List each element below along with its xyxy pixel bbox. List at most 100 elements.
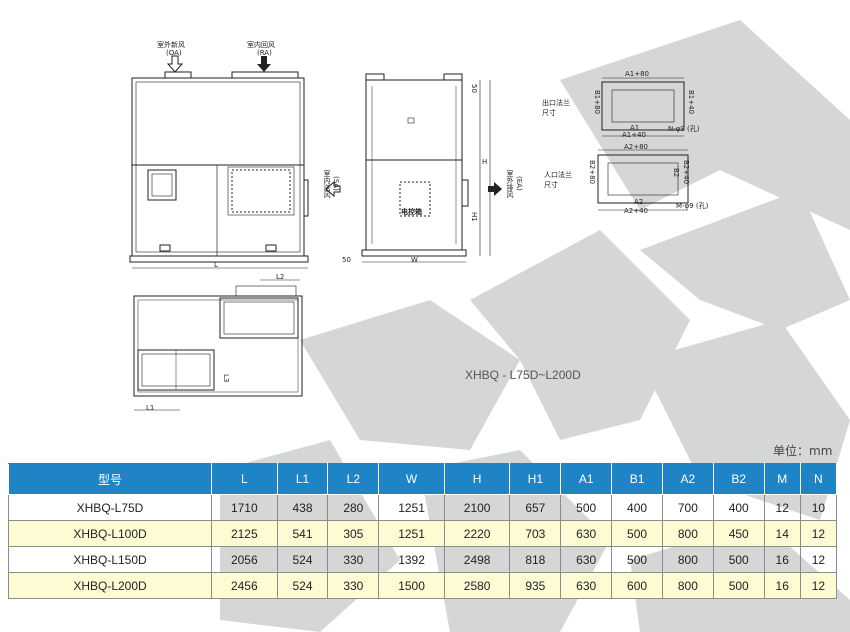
cell: 500 xyxy=(712,546,765,573)
fresh-air-label: 室外新风 xyxy=(157,41,185,49)
front-view xyxy=(129,71,309,269)
outlet-flange xyxy=(601,77,685,137)
cell: 2056 xyxy=(211,546,278,573)
fresh-air-code: (OA) xyxy=(166,49,182,57)
side-view xyxy=(361,73,491,263)
dim-50-top: 50 xyxy=(470,84,478,93)
exhaust-air-code: (EA) xyxy=(515,176,523,191)
cell: 500 xyxy=(611,546,663,573)
table-row: XHBQ-L75D 1710 438 280 1251 2100 657 500… xyxy=(8,494,838,521)
cell: 2580 xyxy=(443,572,511,599)
cell: 450 xyxy=(712,520,765,547)
cell: 2456 xyxy=(211,572,278,599)
header-w: W xyxy=(378,463,445,495)
dim-l3: L3 xyxy=(222,374,230,383)
header-model: 型号 xyxy=(8,463,212,495)
dim-l1: L1 xyxy=(146,404,155,412)
cell: 16 xyxy=(763,546,801,573)
cell: 600 xyxy=(611,572,663,599)
inlet-title: 人口法兰 尺寸 xyxy=(544,171,572,189)
cell: XHBQ-L75D xyxy=(8,494,212,521)
cell: 500 xyxy=(611,520,663,547)
cell: 1251 xyxy=(378,494,445,521)
outlet-side-dim-2: B1+40 xyxy=(687,90,695,115)
cell: 703 xyxy=(509,520,562,547)
cell: 630 xyxy=(560,572,613,599)
header-a2: A2 xyxy=(661,463,714,495)
cell: 330 xyxy=(327,572,380,599)
exhaust-air-label: 室外排风 xyxy=(506,170,514,198)
cell: 1710 xyxy=(211,494,278,521)
supply-air-code: (SA) xyxy=(332,176,340,191)
header-l2: L2 xyxy=(327,463,380,495)
header-a1: A1 xyxy=(560,463,613,495)
cell: 438 xyxy=(276,494,329,521)
model-range-caption: XHBQ - L75D~L200D xyxy=(465,368,581,382)
cell: 818 xyxy=(509,546,562,573)
cell: 657 xyxy=(509,494,562,521)
dim-w: W xyxy=(411,256,418,264)
inlet-side-dim-1: B2+80 xyxy=(588,160,596,185)
cell: 400 xyxy=(611,494,663,521)
dim-h1: H1 xyxy=(470,212,478,222)
cell: 2220 xyxy=(443,520,511,547)
cell: 400 xyxy=(712,494,765,521)
cell: 630 xyxy=(560,520,613,547)
inlet-side-dim-3: B2 xyxy=(672,168,680,178)
dim-50-bottom: 50 xyxy=(342,256,351,264)
return-air-code: (RA) xyxy=(257,49,272,57)
inlet-inner-dim: A2 xyxy=(634,198,644,206)
cell: 305 xyxy=(327,520,380,547)
technical-drawing xyxy=(129,55,689,411)
spec-table: 型号 L L1 L2 W H H1 A1 B1 A2 B2 M N XHBQ-L… xyxy=(8,463,838,599)
header-b2: B2 xyxy=(712,463,765,495)
cell: 2100 xyxy=(443,494,511,521)
inlet-top-dim: A2+80 xyxy=(624,143,649,151)
cell: 16 xyxy=(763,572,801,599)
cell: 12 xyxy=(799,572,838,599)
table-row: XHBQ-L200D 2456 524 330 1500 2580 935 63… xyxy=(8,572,838,599)
cell: 700 xyxy=(661,494,714,521)
header-h: H xyxy=(443,463,511,495)
unit-label: 单位：mm xyxy=(773,444,833,458)
dim-l2: L2 xyxy=(276,273,285,281)
cell: 630 xyxy=(560,546,613,573)
inlet-flange xyxy=(597,149,689,211)
outlet-top-dim: A1+80 xyxy=(625,70,650,78)
cell: 500 xyxy=(560,494,613,521)
cell: 524 xyxy=(276,546,329,573)
outlet-hole-note: N-φ9 (孔) xyxy=(668,125,700,133)
supply-air-label: 室内送风 xyxy=(323,170,331,198)
cell: 1500 xyxy=(378,572,445,599)
cell: 330 xyxy=(327,546,380,573)
control-box-label: 电控箱 xyxy=(401,208,422,216)
cell: 800 xyxy=(661,572,714,599)
header-n: N xyxy=(799,463,838,495)
cell: 12 xyxy=(763,494,801,521)
cell: 800 xyxy=(661,546,714,573)
cell: 541 xyxy=(276,520,329,547)
cell: 1251 xyxy=(378,520,445,547)
outlet-side-dim-1: B1+80 xyxy=(593,90,601,115)
header-m: M xyxy=(763,463,801,495)
outlet-bottom-dim: A1+40 xyxy=(622,131,647,139)
inlet-side-dim-2: B2+40 xyxy=(682,160,690,185)
header-l1: L1 xyxy=(276,463,329,495)
outlet-inner-dim: A1 xyxy=(630,124,640,132)
table-header-row: 型号 L L1 L2 W H H1 A1 B1 A2 B2 M N xyxy=(8,463,838,495)
cell: 935 xyxy=(509,572,562,599)
front-width-label: L xyxy=(214,261,218,269)
outlet-title: 出口法兰 尺寸 xyxy=(542,99,570,117)
table-row: XHBQ-L150D 2056 524 330 1392 2498 818 63… xyxy=(8,546,838,573)
cell: XHBQ-L150D xyxy=(8,546,212,573)
cell: 10 xyxy=(799,494,838,521)
cell: XHBQ-L200D xyxy=(8,572,212,599)
table-row: XHBQ-L100D 2125 541 305 1251 2220 703 63… xyxy=(8,520,838,547)
cell: XHBQ-L100D xyxy=(8,520,212,547)
cell: 500 xyxy=(712,572,765,599)
header-b1: B1 xyxy=(611,463,663,495)
return-air-label: 室内回风 xyxy=(247,41,275,49)
inlet-bottom-dim: A2+40 xyxy=(624,207,649,215)
cell: 12 xyxy=(799,546,838,573)
cell: 524 xyxy=(276,572,329,599)
